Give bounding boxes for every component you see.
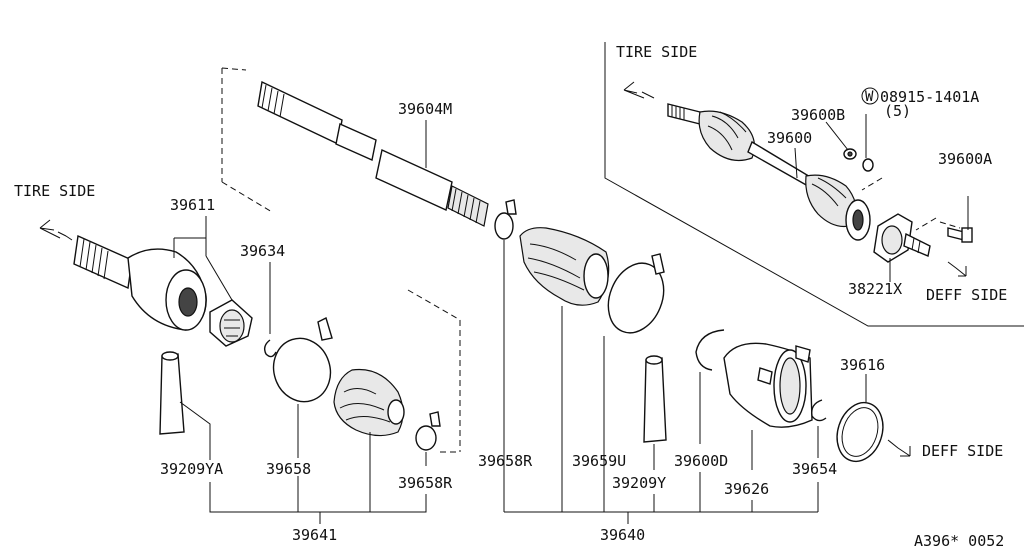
label-39600A: 39600A (938, 150, 992, 168)
w-mark-circle (861, 87, 879, 105)
arrow-right-icon (947, 261, 967, 277)
deff-side-label-bottom: DEFF SIDE (922, 442, 1003, 460)
deff-side-label-top: DEFF SIDE (926, 286, 1007, 304)
label-39654: 39654 (792, 460, 837, 478)
inset-drive-shaft (667, 103, 871, 241)
arrow-left-icon (623, 81, 655, 99)
label-39658R-left: 39658R (398, 474, 453, 492)
boot-middle (519, 227, 610, 306)
boot-band-39658R-mid (494, 199, 517, 240)
inset-nut (843, 148, 857, 160)
inset-washer (862, 158, 874, 172)
inset-bolt (947, 227, 973, 243)
label-39658: 39658 (266, 460, 311, 478)
label-39209YA: 39209YA (160, 460, 223, 478)
label-39659U: 39659U (572, 452, 626, 470)
label-39658R-mid: 39658R (478, 452, 533, 470)
label-38221X: 38221X (848, 280, 902, 298)
snap-ring-39600D (695, 329, 725, 371)
label-39604M: 39604M (398, 100, 452, 118)
label-39640: 39640 (600, 526, 645, 544)
snap-ring-39634 (263, 339, 277, 358)
tire-side-label-right: TIRE SIDE (616, 43, 697, 61)
label-39611: 39611 (170, 196, 215, 214)
label-39600D: 39600D (674, 452, 728, 470)
drive-shaft (257, 80, 489, 227)
boot-band-39658 (272, 317, 333, 403)
label-39641: 39641 (292, 526, 337, 544)
inner-bearing (209, 299, 253, 347)
bracket-39641 (209, 482, 427, 513)
label-39616: 39616 (840, 356, 885, 374)
ring-39616 (836, 401, 884, 463)
boot-band-39659U (607, 253, 665, 334)
arrow-right-icon (887, 439, 911, 457)
inset-flange (873, 213, 931, 263)
grease-tube-left (159, 351, 185, 435)
label-39600B: 39600B (791, 106, 845, 124)
label-39634: 39634 (240, 242, 285, 260)
tire-side-label-left: TIRE SIDE (14, 182, 95, 200)
arrow-left-icon (39, 219, 73, 241)
outer-cv-joint (73, 234, 207, 331)
label-39600: 39600 (767, 129, 812, 147)
boot-left (333, 368, 405, 437)
snap-ring-39654 (811, 399, 827, 422)
label-39209Y: 39209Y (612, 474, 666, 492)
housing-39626 (723, 342, 813, 428)
label-08915-1401A: 08915-1401A (880, 88, 979, 106)
label-08915-qty: (5) (884, 102, 911, 120)
inset-border (604, 42, 1024, 327)
drawing-code: A396* 0052 (914, 532, 1004, 550)
w-mark: W (865, 89, 874, 105)
boot-band-39658R-left (415, 411, 441, 451)
label-39626: 39626 (724, 480, 769, 498)
grease-tube-mid (643, 355, 667, 443)
